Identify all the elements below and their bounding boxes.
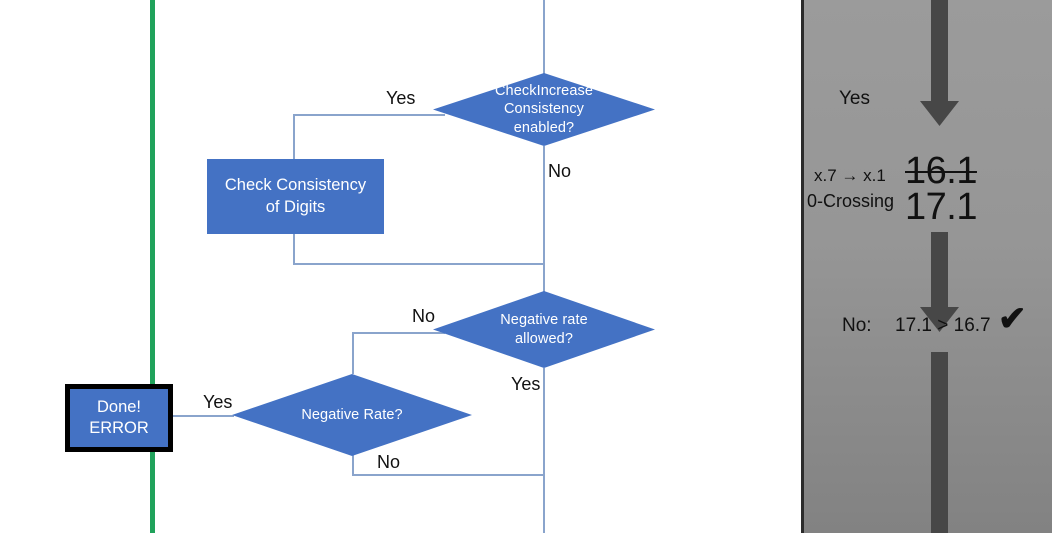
panel-arrow-shaft-top bbox=[931, 0, 948, 101]
connector-decision1-yes-down bbox=[293, 114, 295, 159]
connector-decision1-yes-horizontal bbox=[293, 114, 445, 116]
panel-value-old: 16.1 bbox=[905, 150, 977, 192]
panel-rounding-label: x.7 → x.1 bbox=[814, 166, 886, 185]
green-divider-line bbox=[150, 0, 155, 533]
panel-arrow-head-top bbox=[920, 101, 959, 126]
terminal-done-error[interactable]: Done!ERROR bbox=[65, 384, 173, 452]
connector-spine-bottom bbox=[543, 474, 545, 533]
panel-comparison: 17.1 > 16.7 bbox=[895, 315, 991, 336]
panel-value-new: 17.1 bbox=[905, 186, 977, 228]
connector-spine-join-to-decision2 bbox=[543, 263, 545, 311]
panel-arrow-shaft-bottom bbox=[931, 352, 948, 533]
edge-label-negative-rate-allowed-yes: Yes bbox=[511, 374, 541, 394]
connector-process-return-horizontal bbox=[293, 263, 544, 265]
terminal-done-error-label: Done!ERROR bbox=[89, 397, 149, 437]
decision-negative-rate[interactable]: Negative Rate? bbox=[232, 374, 472, 456]
check-mark-icon: ✔ bbox=[998, 300, 1027, 338]
edge-label-check-increase-no: No bbox=[548, 161, 572, 181]
edge-label-check-increase-yes: Yes bbox=[386, 88, 416, 108]
panel-zero-crossing-label: 0-Crossing bbox=[807, 191, 895, 211]
connector-decision3-yes-horizontal bbox=[172, 415, 234, 417]
connector-decision3-no-horizontal bbox=[352, 474, 544, 476]
connector-spine-top bbox=[543, 0, 545, 86]
connector-spine-decision2-to-bottom bbox=[543, 368, 545, 476]
connector-process-to-return bbox=[293, 234, 295, 264]
edge-label-negative-rate-no: No bbox=[377, 452, 401, 472]
connector-decision3-no-down bbox=[352, 455, 354, 475]
panel-branch-label: Yes bbox=[839, 88, 870, 109]
edge-label-negative-rate-allowed-no: No bbox=[412, 306, 436, 326]
annotation-panel: Yes x.7 → x.1 0-Crossing 16.1 17.1 No: 1… bbox=[801, 0, 1052, 533]
connector-decision2-no-down bbox=[352, 332, 354, 374]
panel-arrow-shaft-middle bbox=[931, 232, 948, 307]
decision-negative-rate-label: Negative Rate? bbox=[301, 406, 403, 423]
connector-spine-decision1-to-join bbox=[543, 146, 545, 264]
connector-decision2-no-horizontal bbox=[352, 332, 445, 334]
panel-result-label: No: bbox=[842, 315, 872, 336]
edge-label-negative-rate-yes: Yes bbox=[203, 392, 233, 412]
